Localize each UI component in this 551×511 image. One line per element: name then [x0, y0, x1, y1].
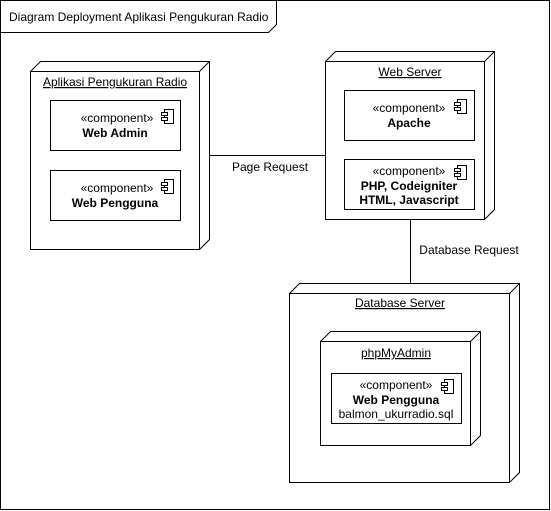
component-php-stack[interactable]: «component» PHP, Codeigniter HTML, Javas… — [344, 159, 475, 210]
component-web-pengguna[interactable]: «component» Web Pengguna — [50, 170, 181, 221]
component-stereotype: «component» — [81, 181, 154, 195]
component-name: Web Pengguna — [72, 196, 159, 210]
component-stereotype: «component» — [373, 164, 446, 178]
component-stereotype: «component» — [360, 378, 433, 392]
component-icon — [161, 109, 174, 124]
frame-title-tab — [0, 0, 277, 33]
node-web-server-title: Web Server — [378, 65, 441, 79]
component-name-line1: PHP, Codeigniter — [361, 179, 458, 193]
component-detail: balmon_ukurradio.sql — [339, 407, 454, 421]
node-client-title: Aplikasi Pengukuran Radio — [43, 75, 187, 89]
component-icon — [454, 99, 467, 114]
node-client[interactable]: Aplikasi Pengukuran Radio — [29, 61, 210, 251]
component-icon — [161, 179, 174, 194]
component-stereotype: «component» — [81, 111, 154, 125]
component-stereotype: «component» — [373, 101, 446, 115]
node-phpmyadmin-title: phpMyAdmin — [361, 346, 431, 360]
frame-title: Diagram Deployment Aplikasi Pengukuran R… — [9, 10, 269, 24]
component-icon — [454, 165, 467, 180]
page-request-label: Page Request — [232, 160, 309, 174]
database-request-label: Database Request — [419, 243, 519, 257]
component-database[interactable]: «component» Web Pengguna balmon_ukurradi… — [331, 373, 462, 424]
component-icon — [441, 379, 454, 394]
node-database-server-title: Database Server — [355, 296, 445, 310]
component-name-line2: HTML, Javascript — [359, 193, 458, 207]
component-apache[interactable]: «component» Apache — [344, 90, 475, 141]
component-name: Web Pengguna — [353, 393, 440, 407]
component-name: Apache — [387, 116, 431, 130]
component-web-admin[interactable]: «component» Web Admin — [50, 100, 181, 151]
component-name: Web Admin — [82, 126, 147, 140]
